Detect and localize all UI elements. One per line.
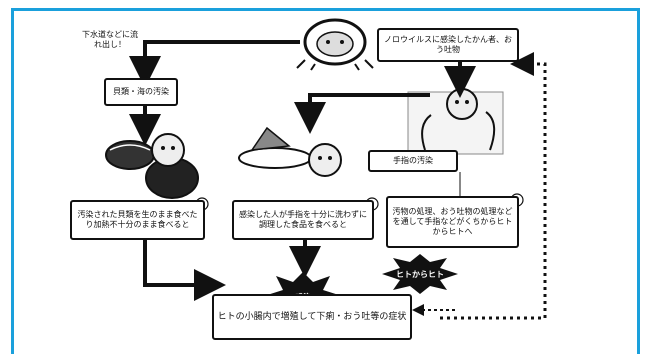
infected-person-box: ノロウイルスに感染したかん者、おう吐物 [377, 28, 519, 62]
route-box-2: 感染した人が手指を十分に洗わずに調理した食品を食べると [232, 200, 374, 240]
source-note: 下水道などに流れ出し！ [82, 30, 138, 49]
virus-character-icon [296, 18, 374, 71]
hand-contamination-box: 手指の汚染 [368, 150, 458, 172]
human-to-human-burst [382, 254, 458, 294]
washing-hands-icon [407, 88, 504, 155]
symptoms-box: ヒトの小腸内で増殖して下痢・おう吐等の症状 [212, 294, 412, 340]
food-plate-icon [238, 126, 342, 177]
route-box-3: 汚物の処理、おう吐物の処理などを通して手指などがくちからヒトからヒトへ [386, 196, 519, 248]
shellfish-contamination-box: 貝類・海の汚染 [104, 78, 178, 106]
shellfish-icon [105, 133, 199, 199]
human-to-human-label: ヒトからヒト [396, 270, 444, 279]
route-box-1: 汚染された貝類を生のまま食べたり加熱不十分のまま食べると [70, 200, 205, 240]
